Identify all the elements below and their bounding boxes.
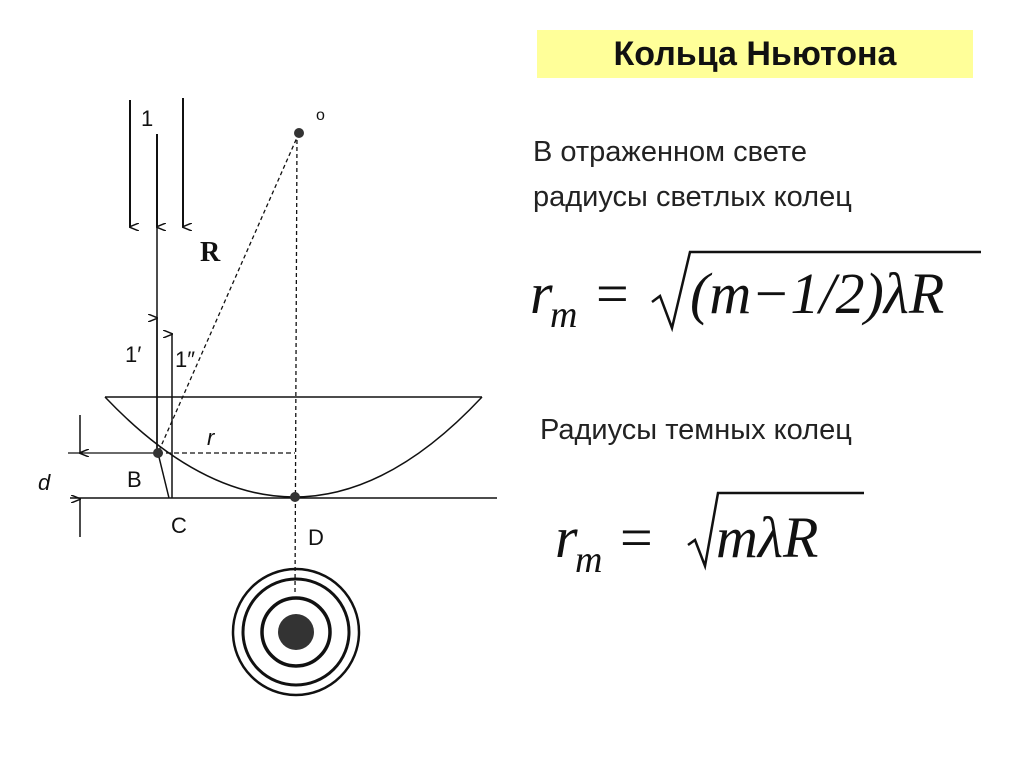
point-O <box>294 128 304 138</box>
label-D: D <box>308 525 324 550</box>
dark-rings-heading: Радиусы темных колец <box>540 414 852 446</box>
B-to-C-line <box>157 452 170 499</box>
ring-3 <box>260 596 332 668</box>
formula-subscript: m <box>550 294 577 336</box>
formula-subscript: m <box>575 539 602 581</box>
label-1: 1 <box>141 106 153 131</box>
formula-bright-rings: r m = (m−1/2)λR <box>530 250 981 336</box>
formula-radicand: mλR <box>716 505 818 570</box>
label-C: C <box>171 513 187 538</box>
ring-2 <box>241 577 351 687</box>
point-D <box>290 492 300 502</box>
ring-outer <box>231 567 361 697</box>
sqrt-sign <box>651 250 981 333</box>
label-o: o <box>316 107 325 124</box>
lens-arc <box>104 396 483 498</box>
sqrt-sign <box>687 491 864 571</box>
axis-line <box>294 132 298 596</box>
formula-equals: = <box>620 505 653 570</box>
point-B <box>153 448 163 458</box>
formula-equals: = <box>596 261 629 326</box>
ring-center-dot <box>278 614 314 650</box>
radius-R-line <box>157 132 300 454</box>
label-d: d <box>38 470 51 495</box>
formula-lhs: r <box>555 505 578 570</box>
formula-dark-rings: r m = mλR <box>555 491 864 581</box>
text-line-1: В отраженном свете <box>533 136 807 168</box>
label-r: r <box>207 425 216 450</box>
slide-title: Кольца Ньютона <box>613 34 897 73</box>
label-1prime: 1′ <box>125 342 141 367</box>
label-1double-prime: 1″ <box>175 347 195 372</box>
title-box: Кольца Ньютона <box>537 30 973 78</box>
label-B: B <box>127 467 142 492</box>
formula-radicand: (m−1/2)λR <box>690 261 944 326</box>
label-R: R <box>200 237 221 268</box>
formula-lhs: r <box>530 261 553 326</box>
text-line-2: радиусы светлых колец <box>533 181 852 213</box>
